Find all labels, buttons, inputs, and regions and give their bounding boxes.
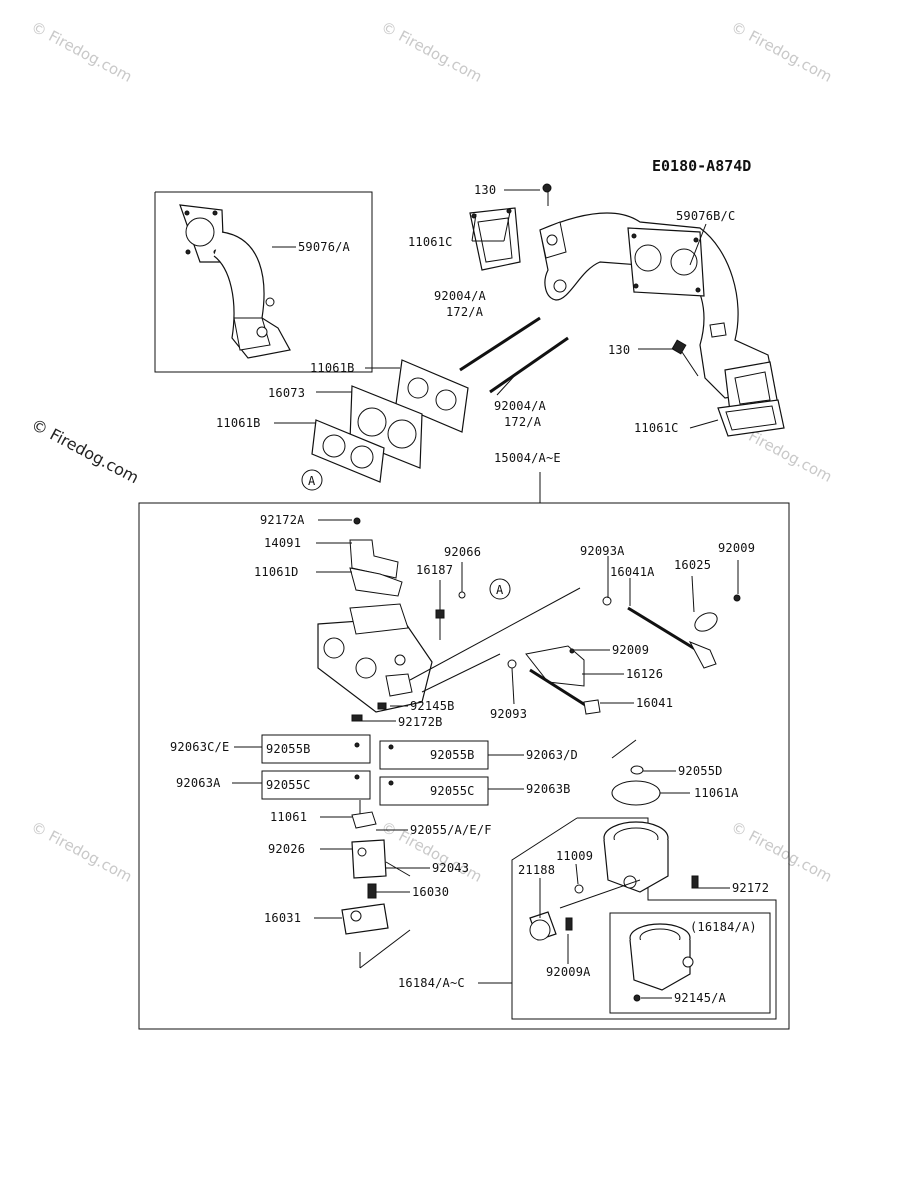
jet-box-92055c-right — [379, 776, 489, 806]
label-16187: 16187 — [416, 563, 453, 577]
jet-box-92055b-left — [261, 734, 371, 764]
reference-circle-a1 — [301, 469, 323, 491]
float-bowl — [529, 821, 699, 941]
throttle-parts — [421, 645, 601, 715]
label-92172a: 92172A — [260, 513, 305, 527]
label-16184ac: 16184/A~C — [398, 976, 465, 990]
carburetor-assembly-box — [138, 502, 790, 1030]
oring-11061a — [611, 780, 661, 806]
jet-box-92055c-left — [261, 770, 371, 800]
spacer-16073-group — [311, 359, 469, 483]
choke-shaft-parts — [409, 587, 741, 681]
diagram-code: E0180-A874D — [652, 157, 751, 175]
reference-a1: A — [308, 474, 316, 488]
label-11061c-bot: 11061C — [634, 421, 679, 435]
label-59076a: 59076/A — [298, 240, 351, 254]
label-92145b: 92145B — [410, 699, 455, 713]
studs-92004a — [459, 316, 569, 394]
label-92055c-right: 92055C — [430, 784, 475, 798]
label-92004a-top: 92004/A — [434, 289, 487, 303]
manifold-inset-59076a — [154, 191, 373, 373]
label-92055b-left: 92055B — [266, 742, 311, 756]
label-11061b-b: 11061B — [216, 416, 261, 430]
label-92009-b: 92009 — [612, 643, 649, 657]
watermark-top-center: © Firedog.com — [378, 18, 485, 86]
gasket-11061d — [349, 567, 403, 597]
float-assembly — [341, 800, 411, 969]
label-130-mid: 130 — [608, 343, 630, 357]
label-16030: 16030 — [412, 885, 449, 899]
watermark-top-right: © Firedog.com — [728, 18, 835, 86]
carburetor-body — [317, 603, 433, 713]
label-16025: 16025 — [674, 558, 711, 572]
label-92009-a: 92009 — [718, 541, 755, 555]
label-14091: 14091 — [264, 536, 301, 550]
label-92055c-left: 92055C — [266, 778, 311, 792]
label-16184a-paren: (16184/A) — [690, 920, 757, 934]
label-92055d: 92055D — [678, 764, 723, 778]
label-16073: 16073 — [268, 386, 305, 400]
bolt-130-mid — [671, 339, 699, 377]
label-92009a: 92009A — [546, 965, 591, 979]
label-16041: 16041 — [636, 696, 673, 710]
label-15004: 15004/A~E — [494, 451, 561, 465]
label-92066: 92066 — [444, 545, 481, 559]
watermark-top-left: © Firedog.com — [28, 18, 135, 86]
label-92063ce: 92063C/E — [170, 740, 229, 754]
washer-92055d — [630, 765, 644, 775]
label-11061b-a: 11061B — [310, 361, 355, 375]
label-21188: 21188 — [518, 863, 555, 877]
label-172a-bot: 172/A — [504, 415, 542, 429]
label-92172b: 92172B — [398, 715, 443, 729]
label-16041a: 16041A — [610, 565, 655, 579]
label-92026: 92026 — [268, 842, 305, 856]
part-labels: 130 11061C 59076B/C 59076/A 92004/A 172/… — [170, 183, 769, 1005]
label-59076bc: 59076B/C — [676, 209, 735, 223]
leader-lines — [232, 189, 739, 999]
reference-circle-a2 — [489, 578, 511, 600]
watermark-low-right: © Firedog.com — [728, 818, 835, 886]
bowl-variant-box-16184a — [609, 912, 771, 1014]
label-92093a: 92093A — [580, 544, 625, 558]
label-130-top: 130 — [474, 183, 496, 197]
watermark-low-left: © Firedog.com — [28, 818, 135, 886]
label-92063a: 92063A — [176, 776, 221, 790]
label-92004a-bot: 92004/A — [494, 399, 547, 413]
watermark-side: © Firedog.com — [28, 415, 142, 488]
label-16031: 16031 — [264, 911, 301, 925]
label-92145a: 92145/A — [674, 991, 727, 1005]
label-11061: 11061 — [270, 810, 307, 824]
label-92063b: 92063B — [526, 782, 571, 796]
label-92043: 92043 — [432, 861, 469, 875]
label-11009: 11009 — [556, 849, 593, 863]
label-92055b-right: 92055B — [430, 748, 475, 762]
float-bowl-variant — [629, 923, 694, 1002]
label-92055aef: 92055/A/E/F — [410, 823, 492, 837]
label-172a-top: 172/A — [446, 305, 484, 319]
label-92093: 92093 — [490, 707, 527, 721]
label-11061c-top: 11061C — [408, 235, 453, 249]
label-11061d: 11061D — [254, 565, 299, 579]
label-11061a: 11061A — [694, 786, 739, 800]
reference-a2: A — [496, 583, 504, 597]
label-92063d: 92063/D — [526, 748, 578, 762]
label-92172: 92172 — [732, 881, 769, 895]
label-16126: 16126 — [626, 667, 663, 681]
